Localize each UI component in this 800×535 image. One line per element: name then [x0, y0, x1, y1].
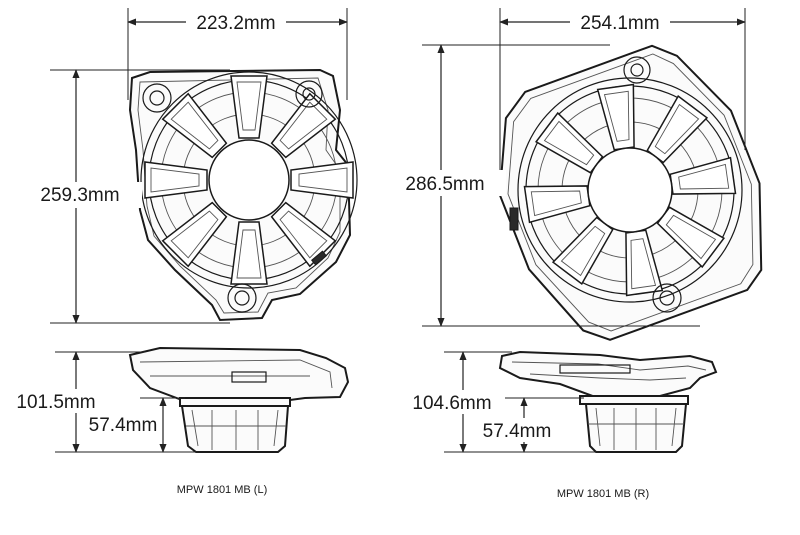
left-depth-total-label: 101.5mm — [16, 392, 95, 413]
left-width-label: 223.2mm — [196, 13, 275, 34]
right-depth-mount-label: 57.4mm — [483, 421, 552, 442]
right-dust-cap — [587, 147, 673, 233]
left-speaker-side-view — [128, 346, 350, 453]
right-speaker-side-view — [498, 350, 718, 453]
left-dust-cap — [208, 139, 290, 221]
right-depth-total-label: 104.6mm — [412, 393, 491, 414]
left-speaker-front-view — [128, 68, 358, 322]
right-mounting-holes — [623, 56, 682, 313]
right-speaker-front-view — [498, 44, 763, 341]
right-height-dimension: 286.5mm — [384, 44, 700, 327]
left-height-dimension: 259.3mm — [18, 69, 230, 324]
right-depth-dimensions: 104.6mm 57.4mm — [402, 351, 600, 453]
left-depth-dimensions: 101.5mm 57.4mm — [8, 351, 200, 453]
left-width-dimension: 223.2mm — [127, 8, 348, 100]
right-width-dimension: 254.1mm — [499, 8, 746, 180]
left-mounting-holes — [142, 80, 323, 313]
left-height-label: 259.3mm — [40, 185, 119, 206]
left-caption: MPW 1801 MB (L) — [177, 484, 267, 496]
right-caption: MPW 1801 MB (R) — [557, 488, 649, 500]
left-depth-mount-label: 57.4mm — [89, 415, 158, 436]
right-width-label: 254.1mm — [580, 13, 659, 34]
right-height-label: 286.5mm — [405, 174, 484, 195]
